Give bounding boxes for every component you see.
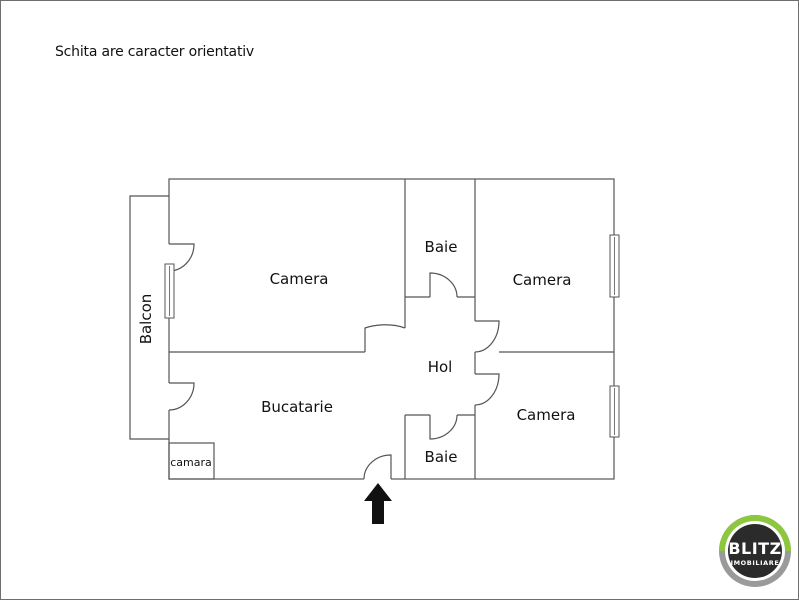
room-label-camara: camara (170, 456, 212, 469)
door-camera-top-right (474, 320, 500, 353)
room-label-camera-bottom-right: Camera (517, 406, 576, 424)
blitz-logo: BLITZ IMOBILIARE (719, 515, 791, 587)
room-label-bucatarie: Bucatarie (261, 398, 333, 416)
room-label-baie-bottom: Baie (425, 448, 458, 466)
room-label-hol: Hol (428, 358, 453, 376)
door-baie-bottom (429, 414, 458, 440)
door-camera-bottom-right (474, 373, 500, 406)
room-label-baie-top: Baie (425, 238, 458, 256)
entrance-arrow-icon (364, 483, 392, 524)
door-baie-top (429, 272, 458, 298)
door-entrance (363, 454, 392, 480)
camara-outline (168, 442, 215, 480)
room-label-camera-top-right: Camera (513, 271, 572, 289)
balcony-outline (129, 195, 169, 440)
apartment-outline (168, 178, 615, 480)
room-label-balcon: Balcon (137, 294, 155, 345)
door-hol-camera-left (364, 324, 406, 352)
disclaimer-note: Schita are caracter orientativ (55, 44, 255, 60)
door-balcony-bucatarie (168, 382, 195, 411)
logo-sub: IMOBILIARE (731, 559, 780, 567)
logo-brand: BLITZ (728, 539, 781, 558)
room-label-camera-top-left: Camera (270, 270, 329, 288)
